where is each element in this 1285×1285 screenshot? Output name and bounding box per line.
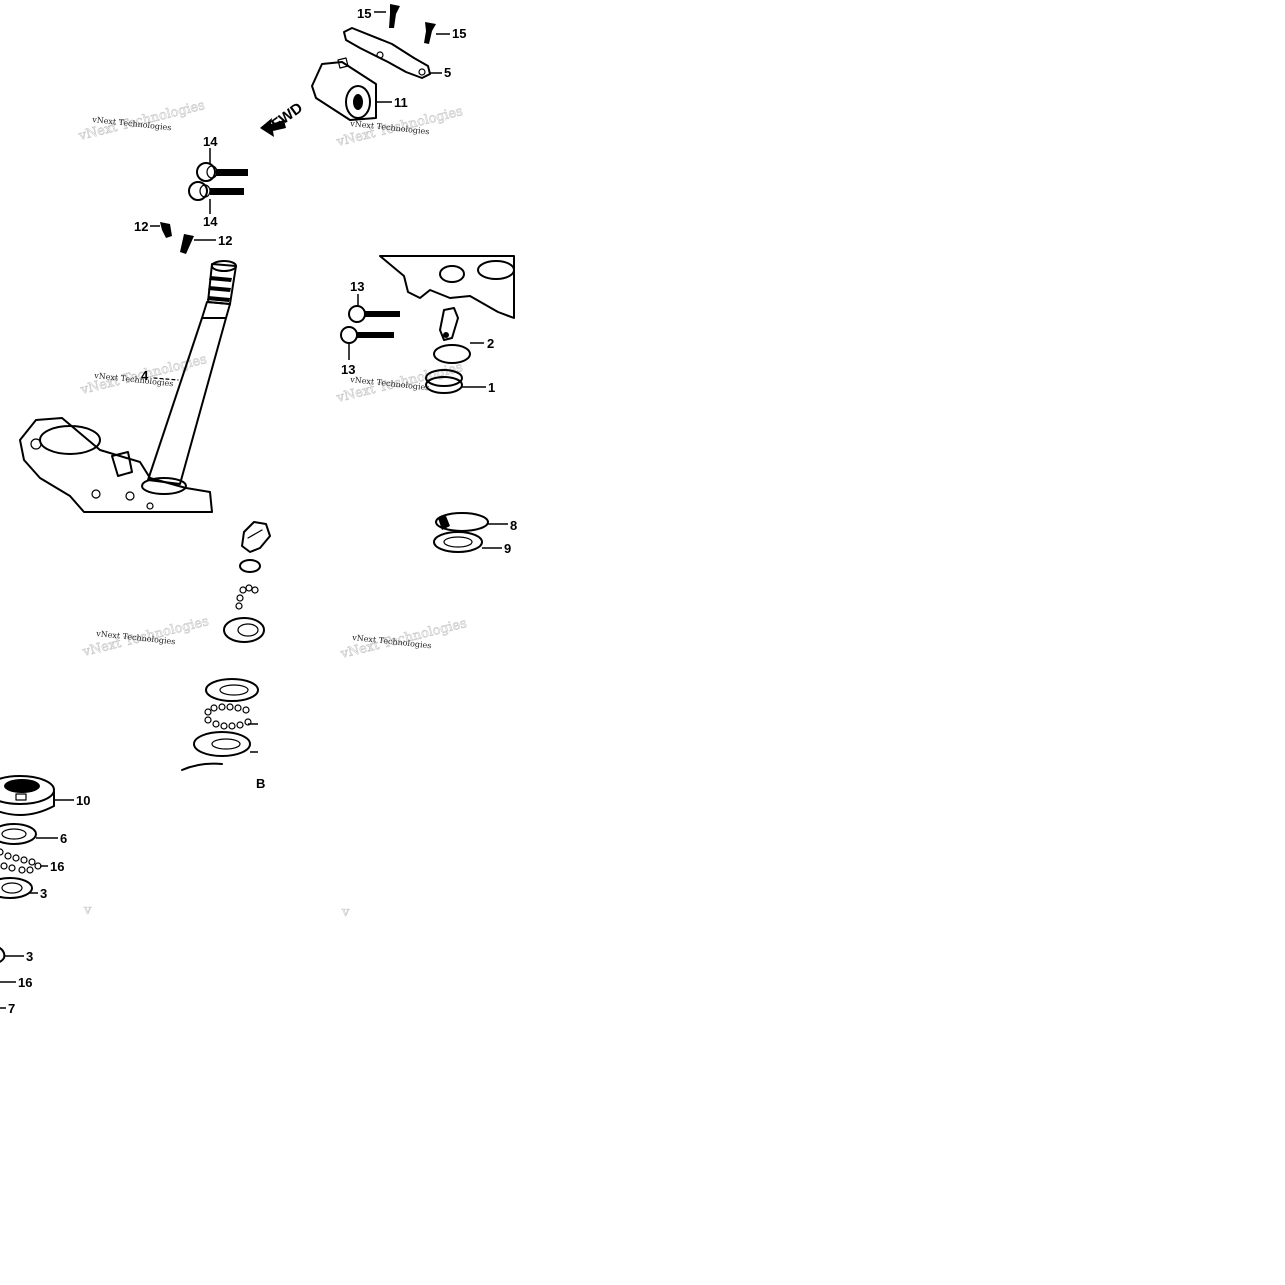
screw-12-right — [180, 234, 194, 254]
corner-letter-b: B — [256, 776, 265, 791]
callout-3-upper: 3 — [40, 886, 47, 901]
callout-16-upper: 16 — [50, 859, 64, 874]
bearing-race-3-lower — [0, 946, 6, 963]
stem-nut-2 — [433, 307, 471, 364]
watermark-5: vNext Technologies vNext Technologies — [80, 614, 211, 661]
bolt-13-upper — [348, 305, 400, 323]
washer-1 — [425, 369, 463, 394]
bearing-race-6 — [0, 823, 37, 845]
bracket-5 — [343, 27, 431, 79]
callout-15-left: 15 — [357, 6, 371, 21]
svg-text:v: v — [341, 905, 350, 920]
callout-6: 6 — [60, 831, 67, 846]
bearing-race-lower-c — [181, 762, 223, 771]
steering-stem-4 — [147, 260, 237, 485]
callout-12-right: 12 — [218, 233, 232, 248]
callout-13-lower: 13 — [341, 362, 355, 377]
watermark-1: vNext Technologies vNext Technologies — [76, 98, 207, 145]
forward-arrow: FWD — [260, 99, 306, 137]
svg-text:v: v — [83, 903, 92, 918]
callout-15-right: 15 — [452, 26, 466, 41]
steering-head-nut-10 — [0, 775, 55, 816]
watermark-2: vNext Technologies vNext Technologies — [334, 104, 465, 151]
callout-4: 4 — [141, 368, 149, 383]
ball-bearing-ring-upper — [235, 559, 261, 610]
callout-13-upper: 13 — [350, 279, 364, 294]
callout-2: 2 — [487, 336, 494, 351]
callout-14-upper: 14 — [203, 134, 218, 149]
leader-lines — [0, 11, 508, 1009]
bolt-15-left — [389, 4, 400, 28]
ball-bearing-16-upper — [0, 848, 42, 874]
bolt-13-lower — [340, 326, 394, 344]
callout-12-left: 12 — [134, 219, 148, 234]
watermark-6: vNext Technologies vNext Technologies — [338, 616, 469, 663]
callout-14-lower: 14 — [203, 214, 218, 229]
bolt-15-right — [424, 22, 436, 44]
callout-16-lower: 16 — [18, 975, 32, 990]
screw-12-left — [160, 222, 172, 238]
ball-bearing-ring-lower — [204, 703, 252, 730]
bearing-race-3-upper — [0, 877, 33, 899]
callout-3-lower: 3 — [26, 949, 33, 964]
mounting-block-11 — [311, 57, 377, 121]
callout-8: 8 — [510, 518, 517, 533]
bolt-14-upper — [196, 162, 248, 182]
dust-seal-9 — [433, 531, 483, 553]
lower-bracket — [19, 417, 213, 513]
watermark-fragments: v v — [83, 903, 351, 921]
svg-text:FWD: FWD — [268, 99, 306, 133]
callout-1: 1 — [488, 380, 495, 395]
bearing-race-upper — [223, 617, 265, 643]
callout-9: 9 — [504, 541, 511, 556]
callout-7: 7 — [8, 1001, 15, 1016]
callout-11: 11 — [394, 95, 408, 110]
upper-fork-bracket — [379, 255, 515, 319]
bearing-race-lower-b — [193, 731, 251, 757]
bearing-race-lower-a — [205, 678, 259, 702]
callout-5: 5 — [444, 65, 451, 80]
bolt-14-lower — [188, 181, 244, 201]
callout-10: 10 — [76, 793, 90, 808]
adjusting-nut-top — [241, 521, 271, 553]
bearing-race-8 — [435, 512, 489, 532]
